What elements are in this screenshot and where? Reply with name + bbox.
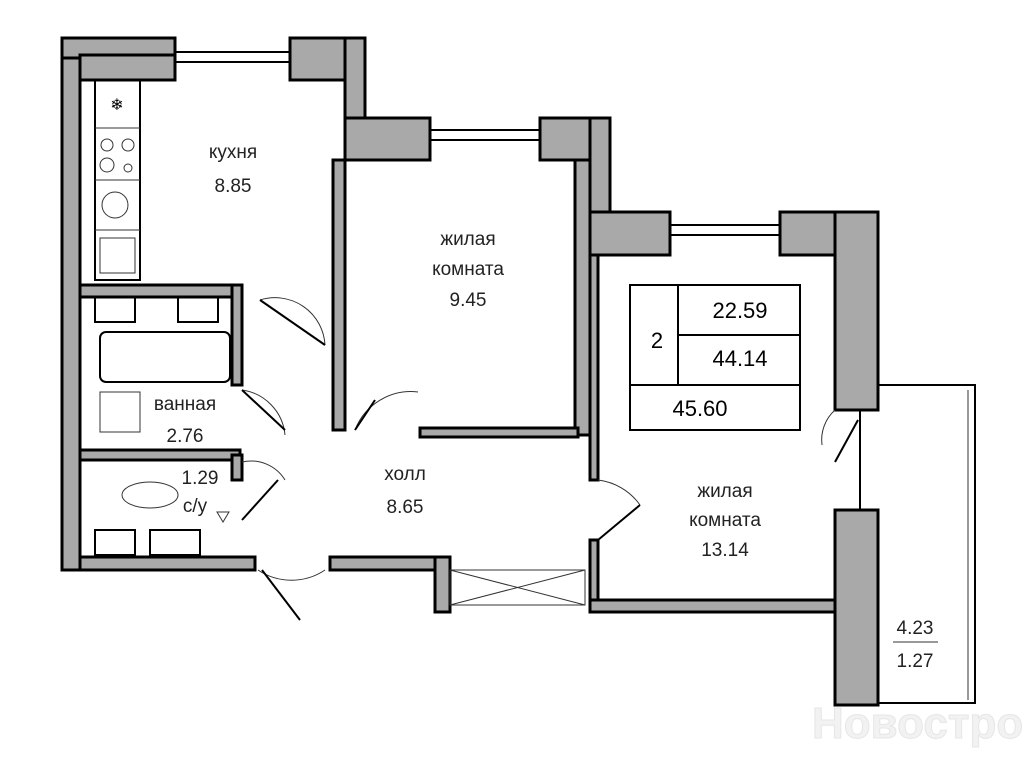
windows [174, 51, 781, 236]
watermark: Новострой-СПб [812, 699, 1023, 748]
bathtub-icon [99, 331, 231, 383]
bath-area: 2.76 [167, 426, 204, 447]
balcony-reduced-area: 1.27 [897, 651, 934, 672]
living1-area: 9.45 [450, 290, 487, 311]
hall-area: 8.65 [387, 497, 424, 518]
wc-area: 1.29 [182, 468, 219, 489]
living2-name1: жилая [697, 481, 752, 502]
kitchen-name: кухня [209, 142, 257, 163]
living1-name2: комната [432, 259, 504, 280]
toilet-icon [121, 481, 179, 509]
living2-name2: комната [689, 510, 761, 531]
balcony-area: 4.23 [897, 618, 934, 639]
kitchen-area: 8.85 [215, 176, 252, 197]
rooms-count: 2 [651, 328, 663, 353]
living-area: 22.59 [712, 298, 767, 323]
washer-icon [101, 191, 129, 219]
total-area: 45.60 [672, 396, 727, 421]
living2-area: 13.14 [701, 540, 749, 561]
walls [60, 36, 880, 707]
hall-name: холл [384, 464, 426, 485]
kitchen-fixtures: ❄ [94, 79, 141, 281]
fridge-icon: ❄ [110, 97, 123, 114]
washbasin-icon [99, 391, 141, 433]
total-area-no-balcony: 44.14 [712, 346, 767, 371]
bathroom-fixtures [94, 296, 231, 556]
doors [241, 297, 859, 621]
bath-name: ванная [154, 394, 216, 415]
sink-icon [99, 237, 136, 274]
living1-name1: жилая [440, 229, 495, 250]
wc-name: с/у [183, 496, 208, 517]
area-summary-box: 2 22.59 44.14 45.60 [629, 284, 801, 431]
